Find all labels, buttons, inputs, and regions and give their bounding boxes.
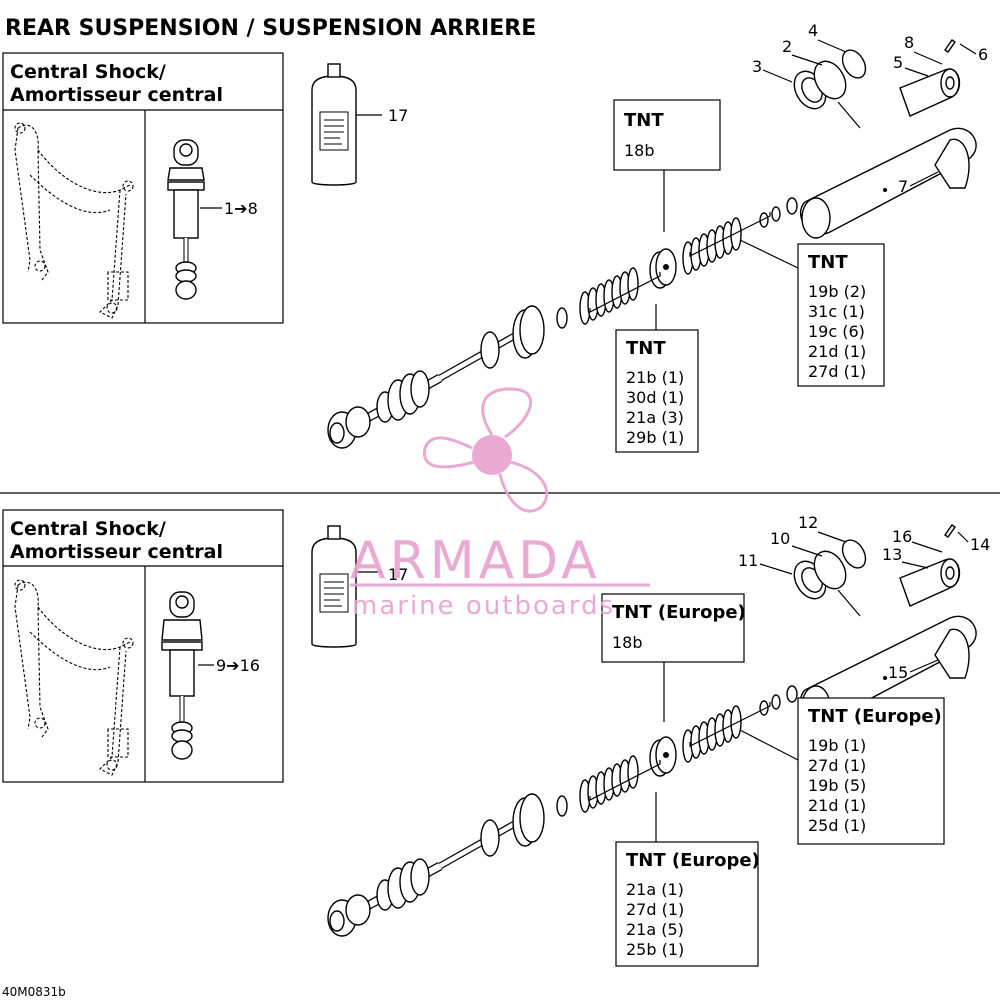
svg-text:21d (1): 21d (1) <box>808 796 866 815</box>
svg-text:30d (1): 30d (1) <box>626 388 684 407</box>
top-callout-8: 8 <box>904 33 914 52</box>
svg-text:19b (2): 19b (2) <box>808 282 866 301</box>
svg-text:25d (1): 25d (1) <box>808 816 866 835</box>
svg-text:TNT (Europe): TNT (Europe) <box>612 602 746 623</box>
svg-text:31c (1): 31c (1) <box>808 302 865 321</box>
bottom-box-piston: TNT (Europe) 18b <box>601 593 746 722</box>
svg-text:TNT: TNT <box>626 338 666 359</box>
top-callouts: 3 2 4 8 5 6 7 <box>752 21 988 196</box>
figure-code: 40M0831b <box>2 985 66 999</box>
top-callout-6: 6 <box>978 45 988 64</box>
top-frame-sketch <box>14 122 134 319</box>
bottom-box-lower: TNT (Europe) 21a (1) 27d (1) 21a (5) 25b… <box>589 760 760 967</box>
svg-text:27d (1): 27d (1) <box>808 756 866 775</box>
top-callout-7: 7 <box>898 177 908 196</box>
top-box-upper: TNT 19b (2) 31c (1) 19c (6) 21d (1) 27d … <box>689 212 885 387</box>
svg-text:29b (1): 29b (1) <box>626 428 684 447</box>
top-inset-title-2: Amortisseur central <box>10 84 223 106</box>
page-title: REAR SUSPENSION / SUSPENSION ARRIERE <box>5 16 536 41</box>
bottom-shock-mini <box>161 591 203 760</box>
svg-text:TNT (Europe): TNT (Europe) <box>626 850 760 871</box>
svg-text:18b: 18b <box>612 633 643 652</box>
svg-text:21a (5): 21a (5) <box>626 920 684 939</box>
svg-text:27d (1): 27d (1) <box>808 362 866 381</box>
watermark: ARMADA marine outboards <box>350 387 650 621</box>
bottom-callout-17: 17 <box>388 565 408 584</box>
bottom-callouts: 11 10 12 16 13 14 15 <box>738 513 990 682</box>
top-upper-parts <box>793 39 970 189</box>
bottom-callout-15: 15 <box>888 663 908 682</box>
svg-text:19b (1): 19b (1) <box>808 736 866 755</box>
svg-text:19c (6): 19c (6) <box>808 322 865 341</box>
svg-text:25b (1): 25b (1) <box>626 940 684 959</box>
svg-text:27d (1): 27d (1) <box>626 900 684 919</box>
svg-text:TNT: TNT <box>808 252 848 273</box>
bottom-callout-16: 16 <box>892 527 912 546</box>
top-inset-title-1: Central Shock/ <box>10 61 166 83</box>
svg-text:21a (3): 21a (3) <box>626 408 684 427</box>
bottom-section: Central Shock/ Amortisseur central <box>2 509 990 967</box>
top-callout-4: 4 <box>808 21 818 40</box>
watermark-brand: ARMADA <box>350 531 601 591</box>
bottom-callout-14: 14 <box>970 535 990 554</box>
top-callout-2: 2 <box>782 37 792 56</box>
svg-text:TNT (Europe): TNT (Europe) <box>808 706 942 727</box>
watermark-tagline: marine outboards <box>352 591 615 621</box>
top-box-piston: TNT 18b <box>613 99 721 232</box>
svg-text:18b: 18b <box>624 141 655 160</box>
svg-text:21d (1): 21d (1) <box>808 342 866 361</box>
top-callout-17: 17 <box>388 106 408 125</box>
svg-text:21b (1): 21b (1) <box>626 368 684 387</box>
top-oil-can <box>311 63 357 186</box>
bottom-inset-frame <box>2 509 284 783</box>
bottom-box-upper: TNT (Europe) 19b (1) 27d (1) 19b (5) 21d… <box>689 697 945 845</box>
bottom-callout-11: 11 <box>738 551 758 570</box>
propeller-logo-icon <box>422 387 549 513</box>
bottom-callout-10: 10 <box>770 529 790 548</box>
bottom-inset-title-2: Amortisseur central <box>10 541 223 563</box>
top-section: Central Shock/ Amortisseur central <box>2 21 988 453</box>
bottom-callout-13: 13 <box>882 545 902 564</box>
bottom-frame-sketch <box>14 579 134 776</box>
top-callout-3: 3 <box>752 57 762 76</box>
top-callout-5: 5 <box>893 53 903 72</box>
bottom-upper-parts <box>793 524 970 679</box>
bottom-inset-range-label: 9➔16 <box>216 656 260 675</box>
svg-text:TNT: TNT <box>624 110 664 131</box>
top-shock-mini <box>167 139 205 300</box>
top-inset-range-label: 1➔8 <box>224 199 258 218</box>
svg-text:21a (1): 21a (1) <box>626 880 684 899</box>
top-inset-frame <box>2 52 284 324</box>
top-box-lower: TNT 21b (1) 30d (1) 21a (3) 29b (1) <box>589 272 699 453</box>
bottom-callout-12: 12 <box>798 513 818 532</box>
svg-text:19b (5): 19b (5) <box>808 776 866 795</box>
bottom-inset-title-1: Central Shock/ <box>10 518 166 540</box>
